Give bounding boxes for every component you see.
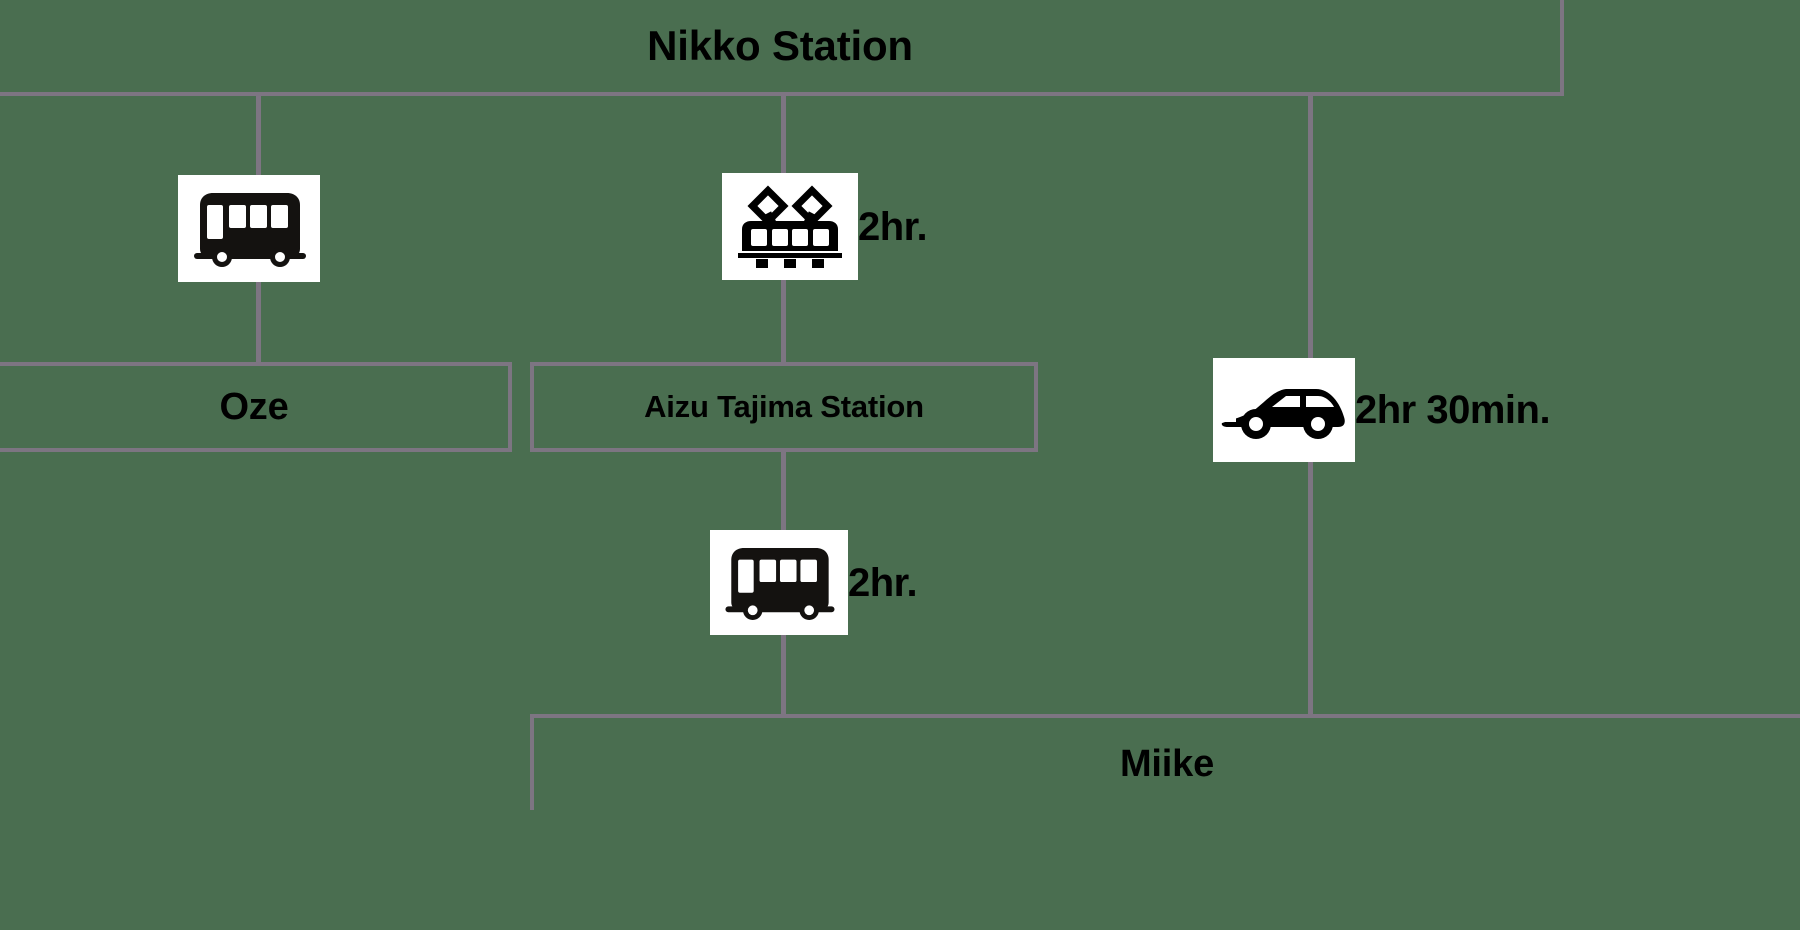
node-oze[interactable]: Oze: [0, 362, 512, 452]
train-icon: [722, 173, 858, 280]
node-nikko-station-label: Nikko Station: [647, 22, 913, 69]
car-icon: [1213, 358, 1355, 462]
leg-bus-nikko-to-oze: [178, 175, 320, 282]
connector-nikko-to-car: [1308, 96, 1313, 361]
leg-train-nikko-to-aizu: 2hr.: [722, 173, 928, 280]
connector-bus-left-to-oze: [256, 279, 261, 365]
connector-aizu-to-bus-mid: [781, 450, 786, 533]
node-aizu-tajima-station-label: Aizu Tajima Station: [644, 389, 924, 424]
connector-nikko-to-train: [781, 96, 786, 176]
leg-bus-aizu-to-miike: 2hr.: [710, 530, 918, 635]
leg-car-nikko-to-miike: 2hr 30min.: [1213, 358, 1551, 462]
node-miike[interactable]: Miike: [530, 714, 1800, 810]
node-oze-label: Oze: [219, 385, 289, 428]
leg-bus-aizu-to-miike-duration: 2hr.: [848, 560, 918, 605]
node-miike-label: Miike: [1119, 742, 1215, 785]
bus-icon: [710, 530, 848, 635]
bus-icon: [178, 175, 320, 282]
connector-train-to-aizu: [781, 277, 786, 365]
leg-car-nikko-to-miike-duration: 2hr 30min.: [1355, 388, 1551, 432]
connector-car-to-miike: [1308, 459, 1313, 716]
leg-train-nikko-to-aizu-duration: 2hr.: [858, 204, 928, 249]
connector-bus-mid-to-miike: [781, 632, 786, 716]
connector-nikko-to-bus-left: [256, 96, 261, 178]
node-nikko-station[interactable]: Nikko Station: [0, 0, 1564, 96]
node-aizu-tajima-station[interactable]: Aizu Tajima Station: [530, 362, 1038, 452]
